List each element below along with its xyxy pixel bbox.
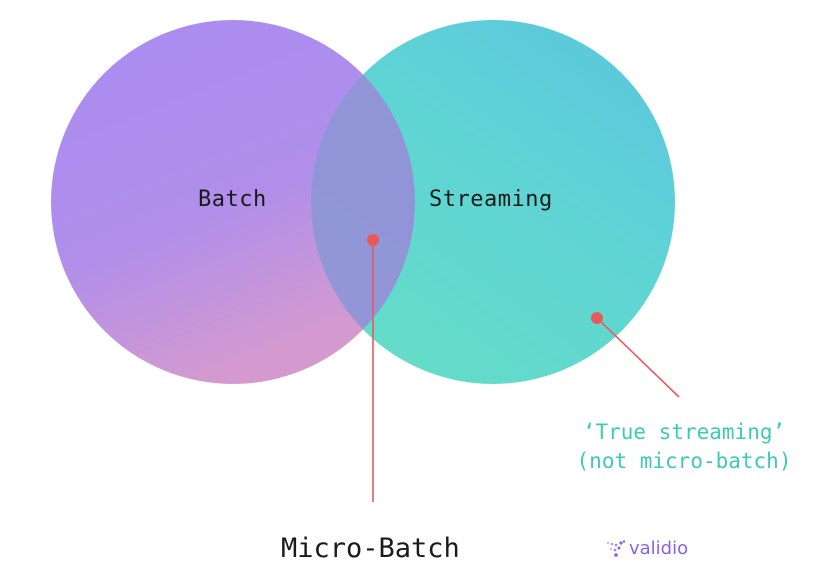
true-streaming-line2: (not micro-batch)	[576, 449, 792, 473]
validio-logo-text: validio	[629, 538, 689, 559]
micro-batch-pointer-dot	[367, 234, 379, 246]
batch-circle	[51, 20, 415, 384]
true-streaming-pointer-dot	[591, 312, 603, 324]
micro-batch-label: Micro-Batch	[281, 533, 460, 564]
streaming-label: Streaming	[429, 187, 553, 212]
streaming-circle	[311, 20, 675, 384]
true-streaming-line1: ‘True streaming’	[582, 420, 786, 444]
batch-label: Batch	[198, 187, 267, 212]
validio-logo-icon	[606, 539, 626, 557]
validio-logo: validio	[606, 538, 688, 559]
true-streaming-pointer-line	[596, 317, 680, 398]
true-streaming-annotation: ‘True streaming’ (not micro-batch)	[558, 418, 810, 476]
